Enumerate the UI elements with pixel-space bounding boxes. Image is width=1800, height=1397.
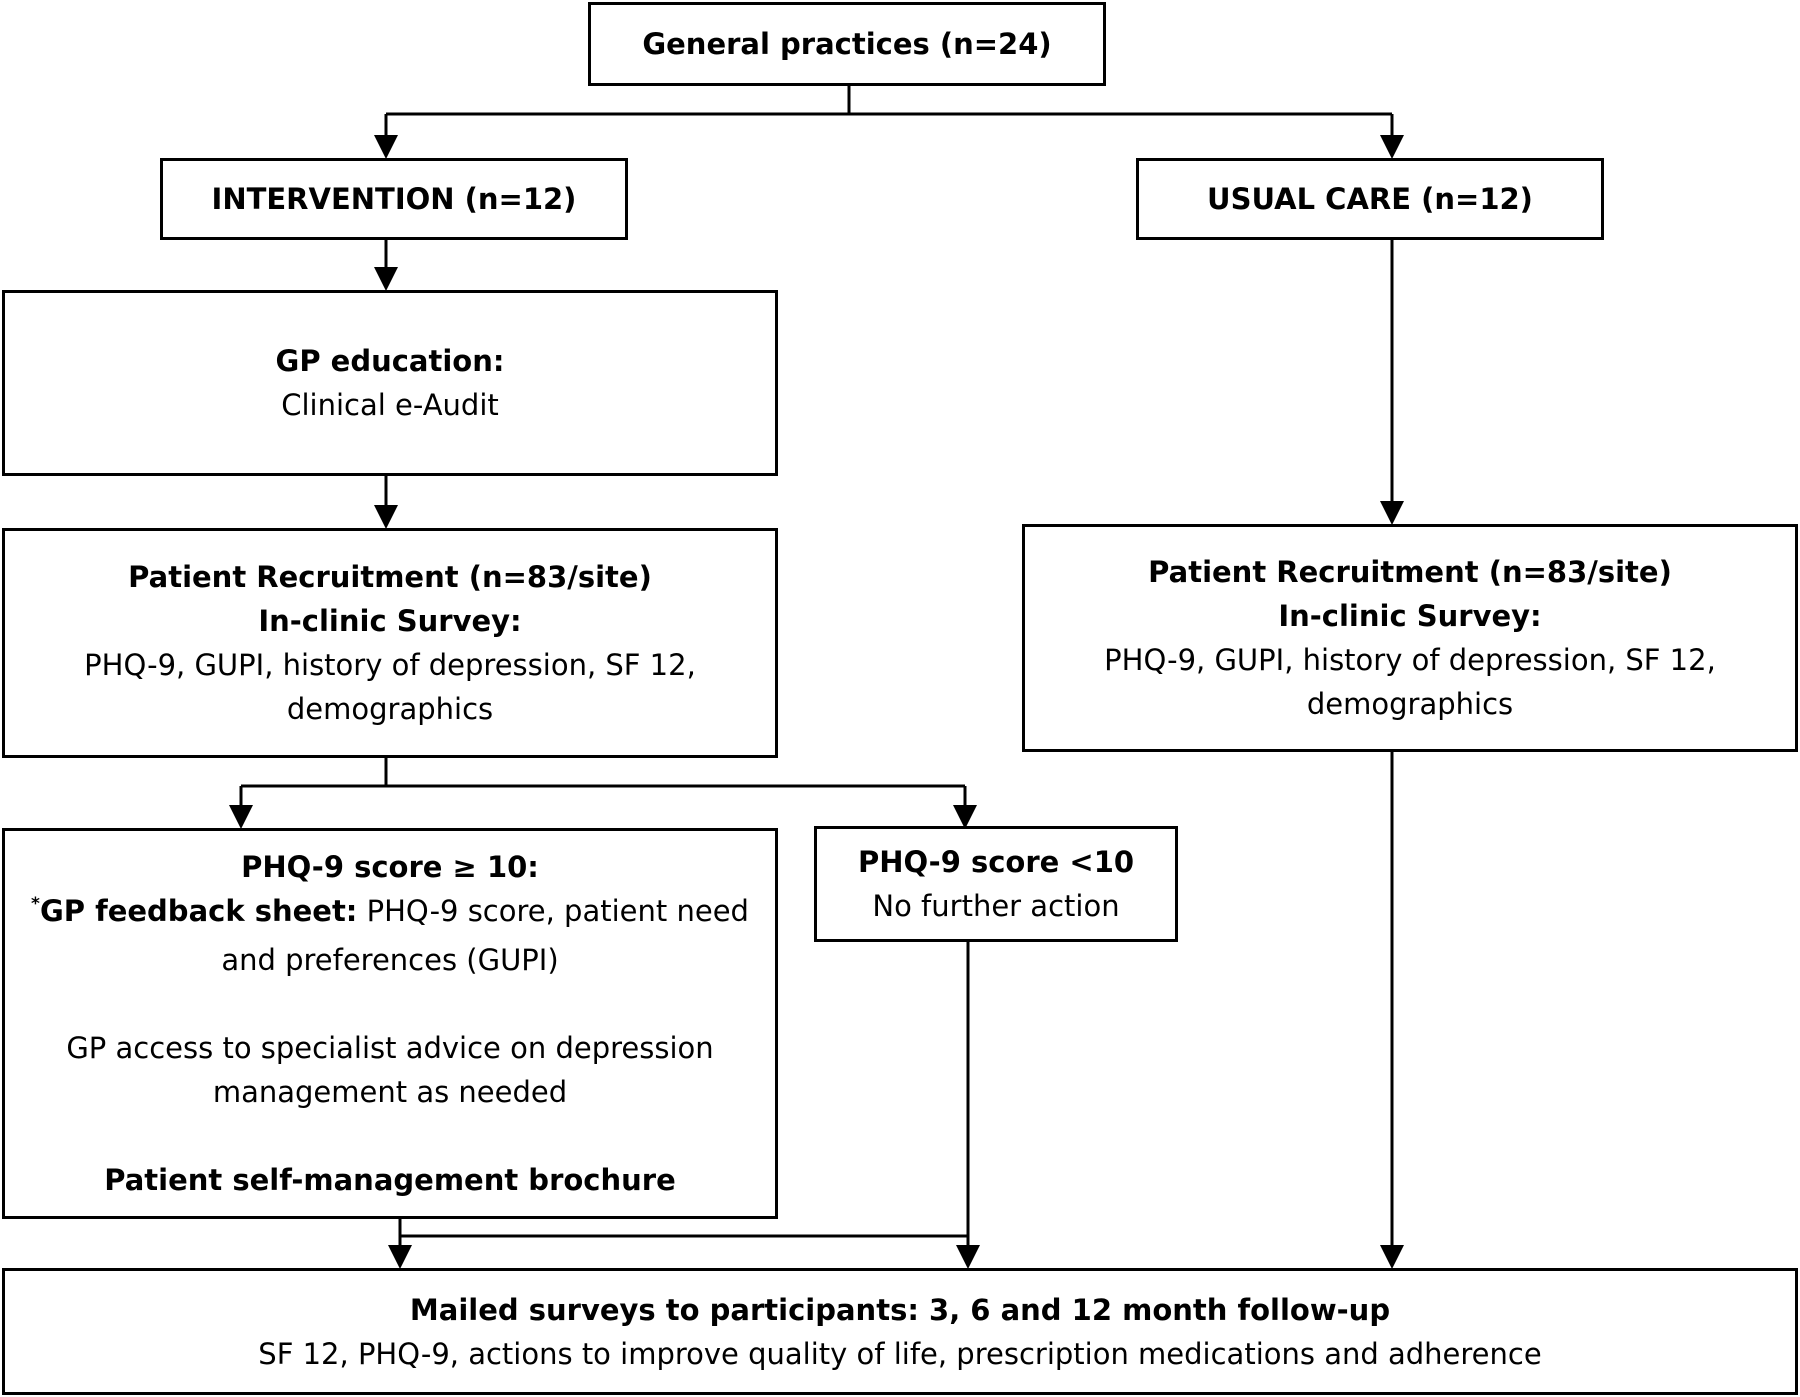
general-practices-box: General practices (n=24) — [588, 2, 1106, 86]
intervention-arm-label: INTERVENTION (n=12) — [211, 182, 577, 216]
followup-box: Mailed surveys to participants: 3, 6 and… — [2, 1268, 1798, 1395]
usual-recruitment-subtitle: In-clinic Survey: — [1278, 599, 1542, 633]
feedback-line: *GP feedback sheet: PHQ-9 score, patient… — [31, 889, 749, 938]
followup-text: SF 12, PHQ-9, actions to improve quality… — [258, 1336, 1542, 1371]
high-score-box: PHQ-9 score ≥ 10: *GP feedback sheet: PH… — [2, 828, 778, 1219]
access-line2: management as needed — [212, 1075, 568, 1109]
gp-education-title: GP education: — [275, 344, 505, 378]
brochure-label: Patient self-management brochure — [104, 1163, 676, 1197]
usual-care-arm-box: USUAL CARE (n=12) — [1136, 158, 1604, 240]
general-practices-title: General practices (n=24) — [642, 27, 1052, 61]
access-line1: GP access to specialist advice on depres… — [66, 1031, 714, 1065]
recruitment-subtitle: In-clinic Survey: — [258, 604, 522, 638]
low-score-text: No further action — [872, 889, 1120, 923]
low-score-title: PHQ-9 score <10 — [857, 845, 1135, 879]
feedback-label: GP feedback sheet: — [39, 894, 358, 928]
high-score-title: PHQ-9 score ≥ 10: — [241, 850, 539, 884]
gp-education-text: Clinical e-Audit — [281, 388, 499, 422]
usual-care-arm-label: USUAL CARE (n=12) — [1207, 182, 1533, 216]
recruitment-line2: demographics — [286, 692, 494, 726]
footnote-asterisk: * — [31, 894, 40, 914]
recruitment-title: Patient Recruitment (n=83/site) — [128, 560, 652, 594]
recruitment-line1: PHQ-9, GUPI, history of depression, SF 1… — [84, 648, 696, 682]
intervention-recruitment-box: Patient Recruitment (n=83/site) In-clini… — [2, 528, 778, 758]
usual-recruitment-line1: PHQ-9, GUPI, history of depression, SF 1… — [1104, 643, 1716, 677]
usual-recruitment-line2: demographics — [1306, 687, 1514, 721]
gp-education-box: GP education: Clinical e-Audit — [2, 290, 778, 476]
feedback-line2: and preferences (GUPI) — [221, 943, 559, 977]
followup-title: Mailed surveys to participants: 3, 6 and… — [409, 1292, 1391, 1327]
usual-care-recruitment-box: Patient Recruitment (n=83/site) In-clini… — [1022, 524, 1798, 752]
feedback-text: PHQ-9 score, patient need — [357, 894, 749, 928]
intervention-arm-box: INTERVENTION (n=12) — [160, 158, 628, 240]
usual-recruitment-title: Patient Recruitment (n=83/site) — [1148, 555, 1672, 589]
low-score-box: PHQ-9 score <10 No further action — [814, 826, 1178, 942]
